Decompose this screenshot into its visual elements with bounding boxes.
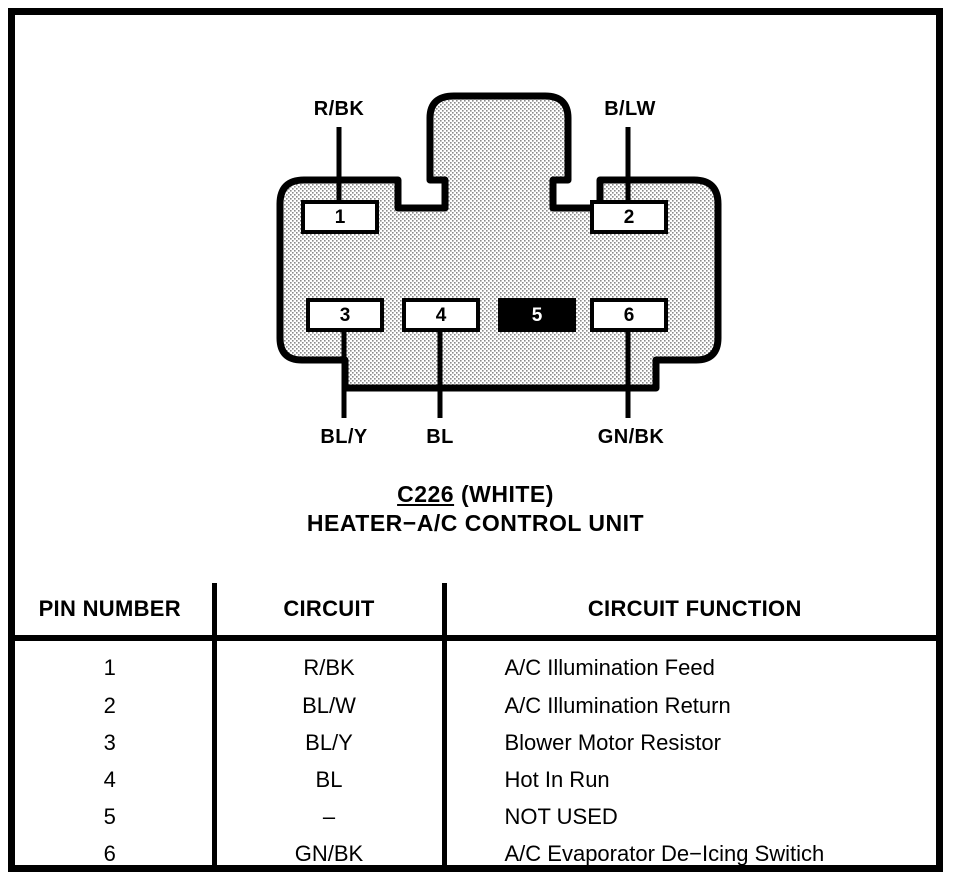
cell-circuit: R/BK: [214, 638, 447, 687]
terminal-pin-5-label: 5: [531, 304, 543, 326]
cell-pin: 3: [8, 723, 217, 761]
wire-label-top-left: R/BK: [313, 98, 365, 120]
terminal-pin-6[interactable]: 6: [590, 298, 668, 332]
connector-id: C226: [397, 481, 455, 507]
terminal-pin-2-label: 2: [623, 206, 635, 228]
cell-circuit: BL/Y: [214, 723, 447, 761]
cell-function: NOT USED: [504, 803, 618, 829]
terminal-pin-5-unused[interactable]: 5: [498, 298, 576, 332]
table-row: 6 GN/BK A/C Evaporator De−Icing Switich: [8, 834, 943, 872]
cell-pin: 6: [8, 834, 217, 872]
wire-label-top-right: B/LW: [604, 98, 656, 120]
pinout-table: PIN NUMBER CIRCUIT CIRCUIT FUNCTION 1 R/…: [8, 583, 943, 872]
terminal-pin-3-label: 3: [339, 304, 351, 326]
cell-pin: 1: [8, 638, 217, 687]
caption-identifier-line: C226 (WHITE): [8, 480, 943, 509]
cell-function: A/C Evaporator De−Icing Switich: [504, 840, 825, 866]
terminal-pin-1-label: 1: [334, 206, 346, 228]
cell-function: A/C Illumination Return: [504, 692, 731, 718]
cell-pin: 4: [8, 760, 217, 798]
column-header-circuit: CIRCUIT: [214, 583, 447, 641]
terminal-pin-2[interactable]: 2: [590, 200, 668, 234]
terminal-pin-4-label: 4: [435, 304, 447, 326]
table-row: 3 BL/Y Blower Motor Resistor: [8, 723, 943, 761]
terminal-pin-6-label: 6: [623, 304, 635, 326]
table-row: 2 BL/W A/C Illumination Return: [8, 686, 943, 724]
table-row: 1 R/BK A/C Illumination Feed: [8, 638, 943, 687]
cell-function: Blower Motor Resistor: [504, 729, 721, 755]
wire-label-bottom-right: GN/BK: [597, 426, 665, 448]
table-row: 4 BL Hot In Run: [8, 760, 943, 798]
column-header-circuit-function: CIRCUIT FUNCTION: [444, 583, 943, 641]
connector-diagram: 1 2 3 4 5 6 R/BK B/LW BL/Y BL GN/BK C226…: [8, 8, 943, 583]
column-header-pin-number: PIN NUMBER: [8, 583, 217, 641]
terminal-pin-3[interactable]: 3: [306, 298, 384, 332]
table-row: 5 – NOT USED: [8, 797, 943, 835]
cell-pin: 2: [8, 686, 217, 724]
wire-label-bottom-left: BL/Y: [320, 426, 368, 448]
table-body: 1 R/BK A/C Illumination Feed 2 BL/W A/C …: [8, 638, 943, 872]
cell-circuit: GN/BK: [214, 834, 447, 872]
table-header-row: PIN NUMBER CIRCUIT CIRCUIT FUNCTION: [8, 583, 943, 641]
terminal-pin-1[interactable]: 1: [301, 200, 379, 234]
wire-label-bottom-center: BL: [426, 426, 454, 448]
cell-circuit: BL: [214, 760, 447, 798]
caption-spacer: [454, 481, 461, 507]
table-header: PIN NUMBER CIRCUIT CIRCUIT FUNCTION: [8, 583, 943, 641]
cell-circuit: –: [214, 797, 447, 835]
cell-function: A/C Illumination Feed: [504, 655, 715, 681]
cell-circuit: BL/W: [214, 686, 447, 724]
connector-caption: C226 (WHITE) HEATER−A/C CONTROL UNIT: [8, 480, 943, 539]
cell-pin: 5: [8, 797, 217, 835]
connector-color: (WHITE): [460, 481, 554, 507]
terminal-pin-4[interactable]: 4: [402, 298, 480, 332]
outer-border: [8, 8, 943, 872]
pin-assignment-table: PIN NUMBER CIRCUIT CIRCUIT FUNCTION 1 R/…: [8, 583, 943, 872]
cell-function: Hot In Run: [504, 766, 610, 792]
connector-name: HEATER−A/C CONTROL UNIT: [306, 510, 645, 537]
